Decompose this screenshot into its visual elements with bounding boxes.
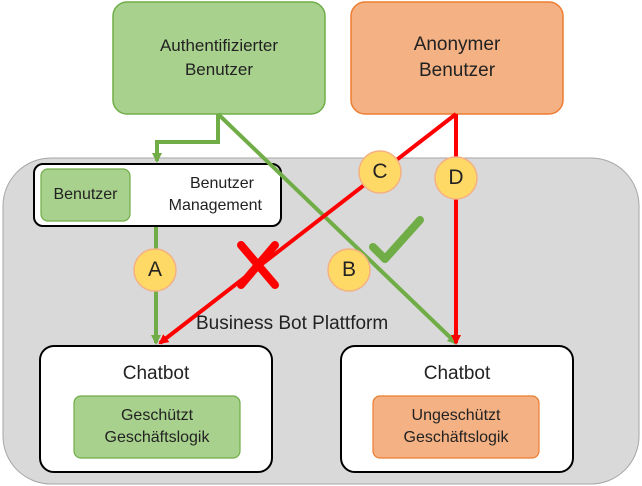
unprotected-logic-label: Ungeschützt Geschäftslogik [373,396,539,458]
user-management-line2: Management [168,197,262,214]
marker-b-circle [327,248,371,292]
platform-label: Business Bot Plattform [196,313,389,334]
anonymous-user-label: Anonymer Benutzer [351,2,563,114]
user-management-line1: Benutzer [189,175,254,192]
authenticated-user-line1: Authentifizierter [159,36,279,55]
anon-to-protected-chatbot-arrow [158,112,458,345]
user-management-label: Benutzer Management [140,168,278,222]
user-badge-label: Benutzer [53,186,118,203]
auth-to-unprotected-chatbot-arrow [216,112,458,345]
unprotected-logic-line1: Ungeschützt [411,407,501,424]
chatbot-left-title: Chatbot [122,363,190,384]
marker-a-circle [133,248,177,292]
protected-logic-line1: Geschützt [120,407,194,424]
marker-c-label: C [372,160,388,183]
protected-logic-box [73,395,241,459]
unprotected-logic-line2: Geschäftslogik [403,429,509,446]
denied-cross-icon [237,241,279,289]
marker-d-circle [434,156,478,200]
marker-c-circle [358,150,402,194]
user-badge-box [40,168,131,222]
protected-logic-line2: Geschäftslogik [104,429,210,446]
unprotected-logic-box [372,395,540,459]
anonymous-user-line1: Anonymer [413,34,501,55]
anonymous-user-line2: Benutzer [418,60,496,81]
marker-d-label: D [448,166,464,189]
authenticated-user-label: Authentifizierter Benutzer [113,2,325,114]
auth-to-user-management-arrow [152,114,220,163]
marker-b-label: B [341,258,356,281]
marker-a-label: A [147,258,162,281]
authenticated-user-line2: Benutzer [184,60,254,79]
protected-logic-label: Geschützt Geschäftslogik [74,396,240,458]
allowed-check-icon [369,216,424,263]
chatbot-right-title: Chatbot [423,363,491,384]
